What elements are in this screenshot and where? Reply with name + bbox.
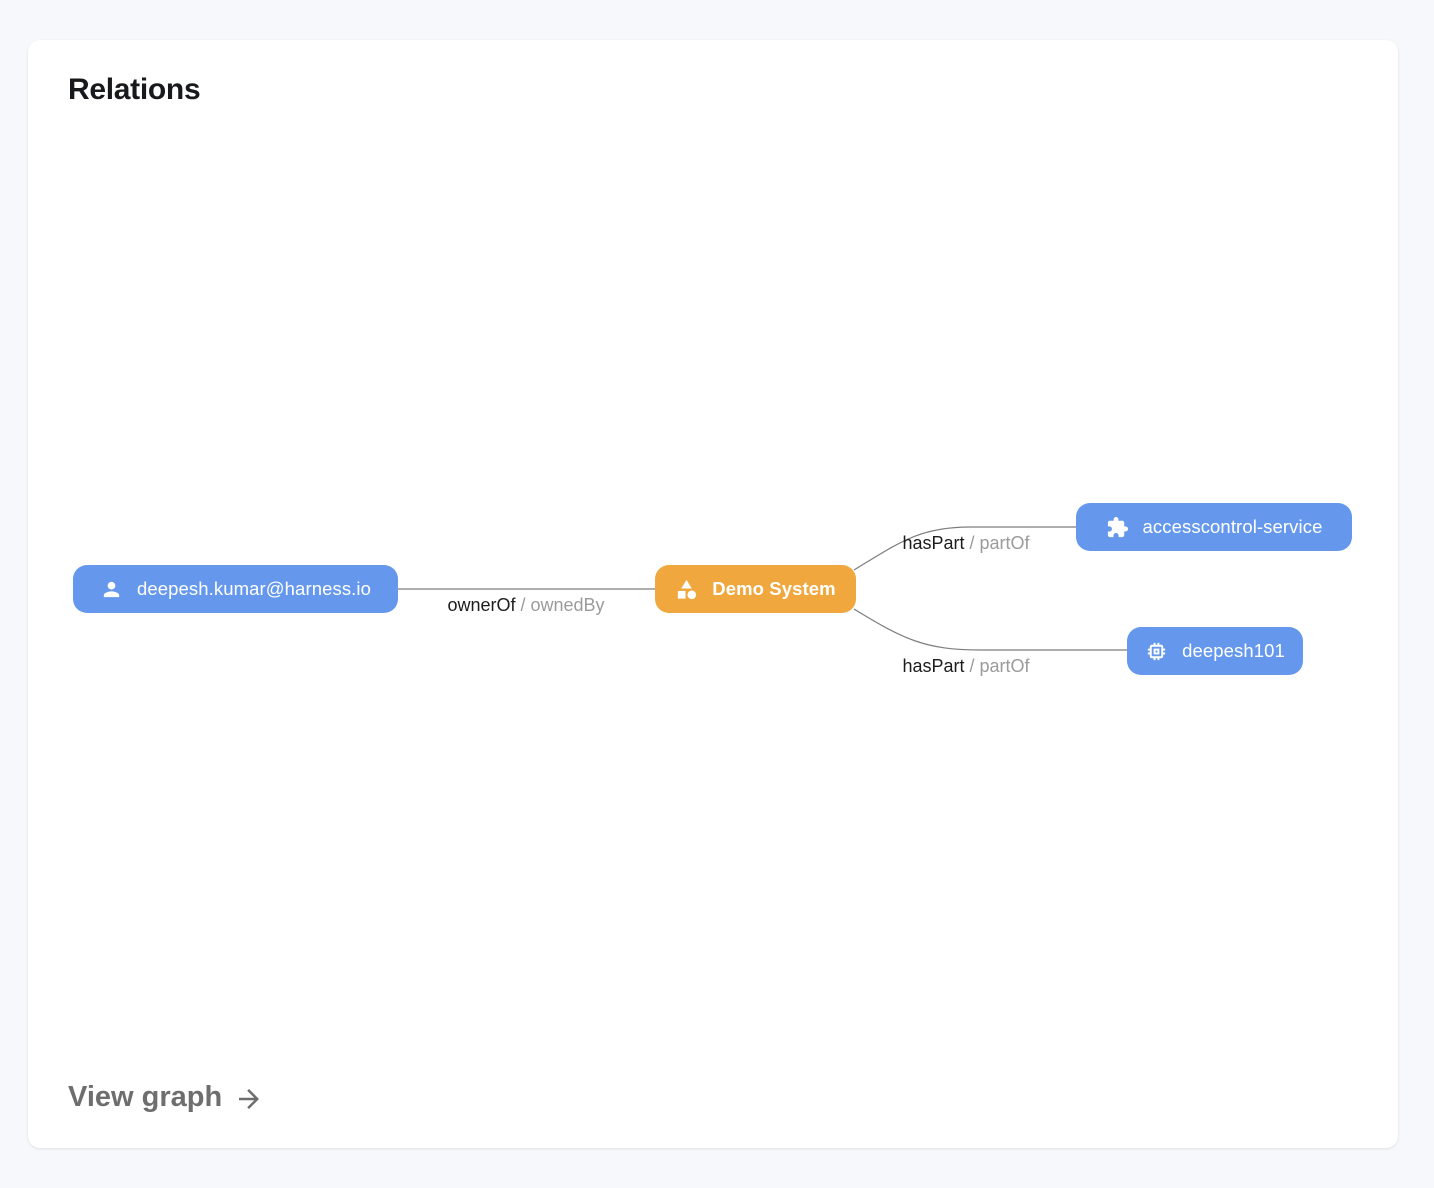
edge-label-secondary: partOf [979, 533, 1030, 553]
person-icon [100, 578, 123, 601]
edge-label-separator: / [969, 533, 975, 553]
edge-label-haspart-bottom: hasPart/partOf [866, 656, 1066, 677]
view-graph-link[interactable]: View graph [68, 1081, 264, 1114]
node-service[interactable]: accesscontrol-service [1076, 503, 1352, 551]
relations-card: Relations ownerOf/ownedBy hasPart/partOf… [28, 40, 1398, 1148]
node-label: accesscontrol-service [1142, 516, 1323, 537]
edge-haspart-bottom [853, 608, 1127, 651]
page-background: Relations ownerOf/ownedBy hasPart/partOf… [0, 40, 1434, 1188]
edge-label-secondary: partOf [979, 656, 1030, 676]
edge-label-separator: / [969, 656, 975, 676]
edge-label-haspart-top: hasPart/partOf [866, 533, 1066, 554]
view-graph-label: View graph [68, 1081, 223, 1113]
card-title: Relations [68, 73, 201, 106]
edge-label-ownerof-ownedby: ownerOf/ownedBy [426, 595, 626, 616]
extension-icon [1106, 516, 1129, 539]
node-resource[interactable]: deepesh101 [1127, 627, 1303, 675]
node-label: deepesh.kumar@harness.io [136, 578, 372, 599]
arrow-right-icon [239, 1089, 260, 1109]
memory-icon [1145, 640, 1168, 663]
edge-label-primary: ownerOf [447, 595, 516, 615]
edge-label-primary: hasPart [902, 656, 965, 676]
edge-label-secondary: ownedBy [530, 595, 605, 615]
node-label: Demo System [712, 578, 836, 599]
edge-label-primary: hasPart [902, 533, 965, 553]
category-icon [675, 578, 698, 601]
node-user[interactable]: deepesh.kumar@harness.io [73, 565, 398, 613]
node-label: deepesh101 [1182, 640, 1285, 661]
edge-label-separator: / [520, 595, 526, 615]
node-system[interactable]: Demo System [655, 565, 856, 613]
